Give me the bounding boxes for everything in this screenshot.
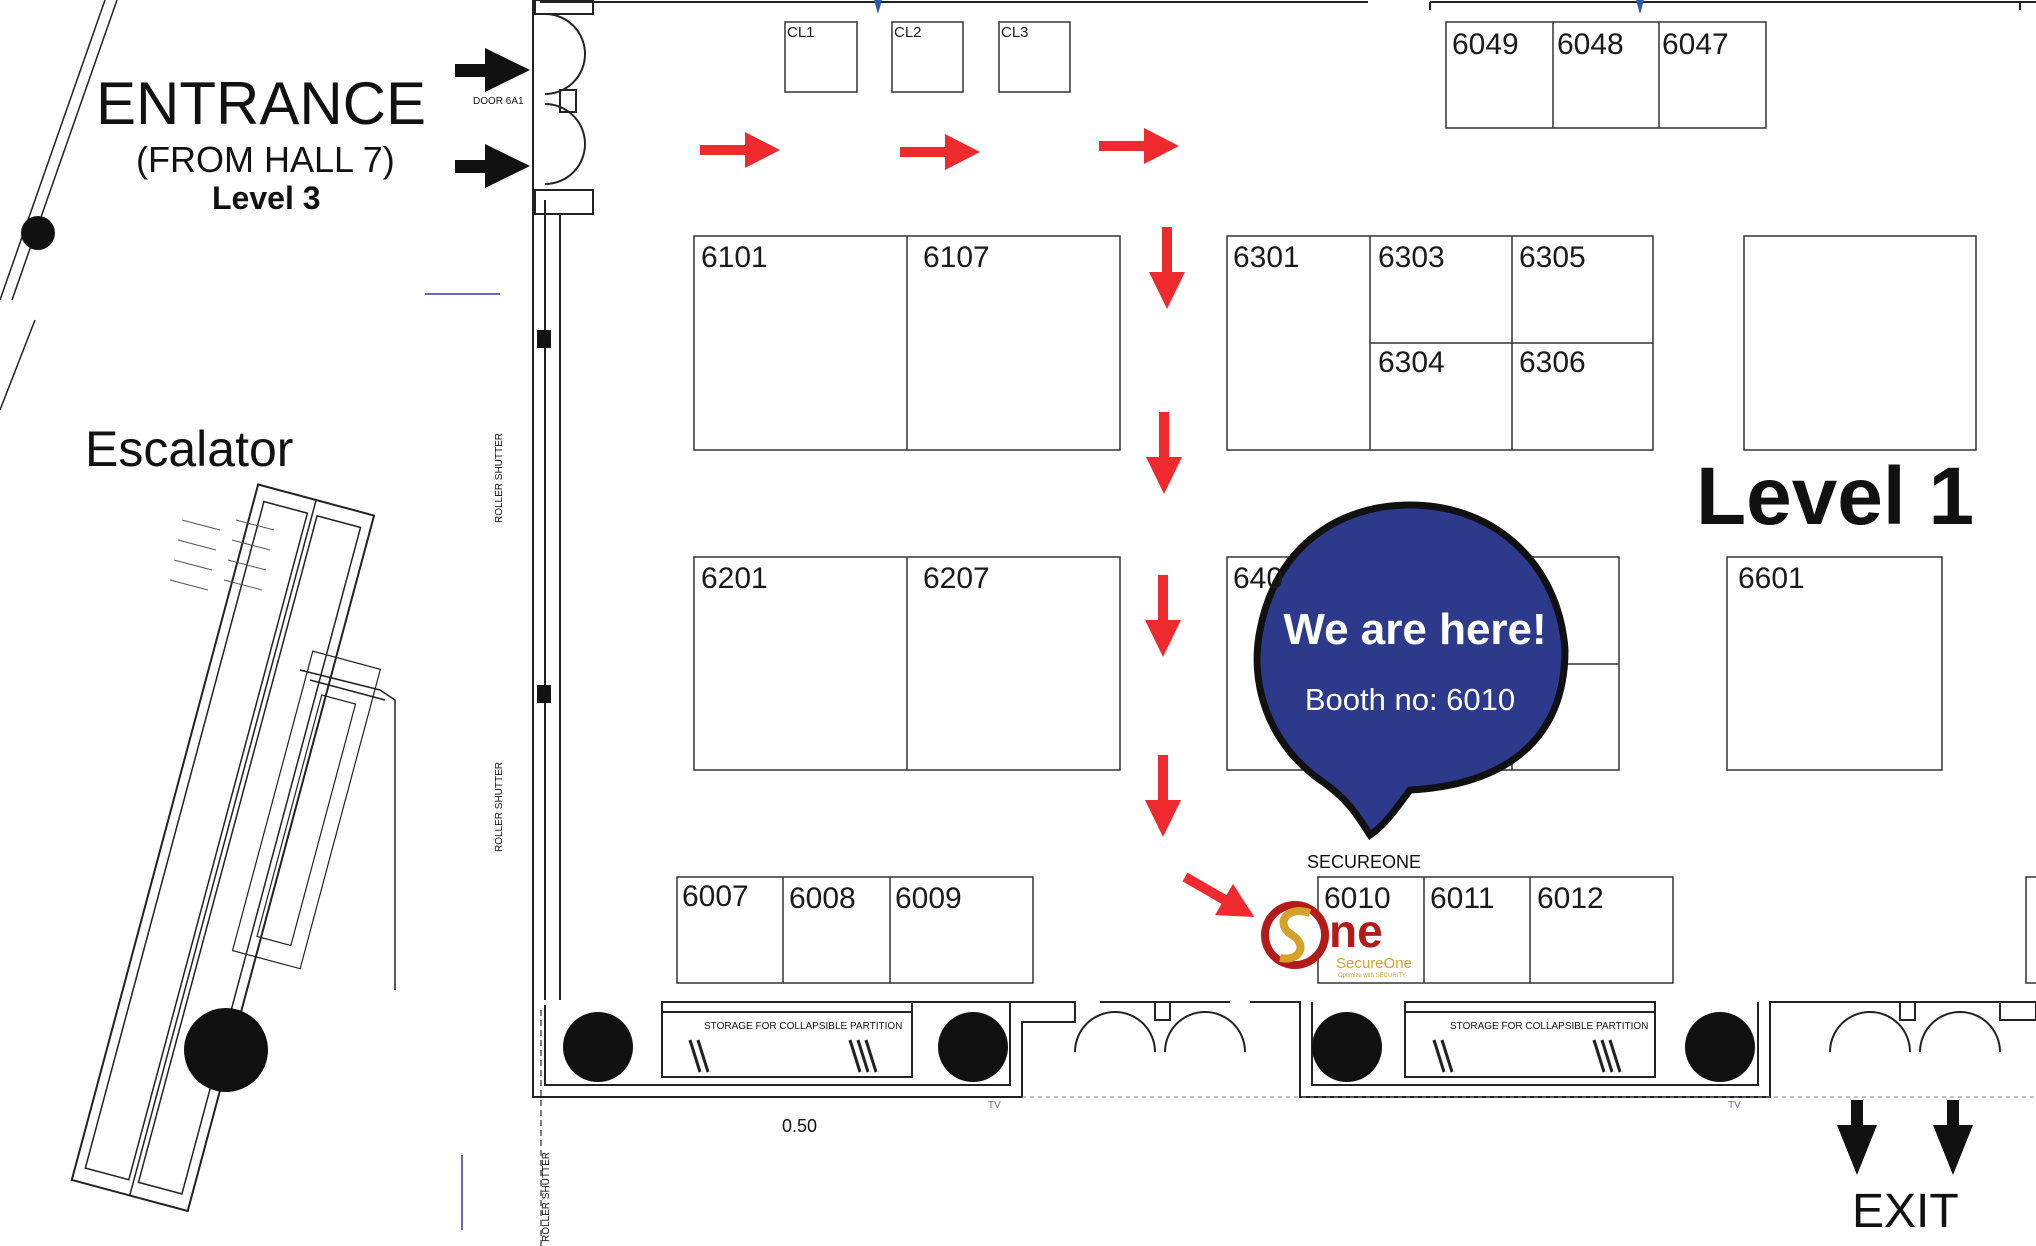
storage-springs [688,1039,1622,1073]
exhibitor-name: SECUREONE [1307,852,1422,872]
booth-6007: 6007 [682,880,749,913]
logo-brand: SecureOne [1336,955,1412,972]
booth-6048: 6048 [1557,28,1624,61]
exit-label: EXIT [1852,1185,1959,1238]
callout-booth: Booth no: 6010 [1304,682,1516,717]
entrance-subtitle: (FROM HALL 7) [136,139,395,180]
route-arrow [1146,412,1182,494]
wall-post [537,330,551,348]
booth-6049: 6049 [1452,28,1519,61]
wall-post [537,685,551,703]
roller-shutter-label: ROLLER SHUTTER [494,761,505,852]
booth-6303: 6303 [1378,241,1445,274]
booth-6304: 6304 [1378,346,1445,379]
hall-north-wall [540,1,2036,10]
logo-wordmark: ne [1329,905,1383,957]
booth-6101: 6101 [701,241,768,274]
route-arrow [1145,755,1181,837]
roller-shutter-label: ROLLER SHUTTER [494,432,505,523]
booth-6207: 6207 [923,562,990,595]
tv-label: TV [1728,1100,1741,1111]
booth-6010: 6010 [1324,882,1391,915]
entrance-level: Level 3 [212,180,321,216]
booth-6012: 6012 [1537,882,1604,915]
hall-south-wall [532,1001,2036,1098]
route-arrow [900,134,980,170]
column-pillar [563,1012,633,1082]
entrance-arrow [455,48,530,92]
column-pillar [938,1012,1008,1082]
tv-label: TV [988,1100,1001,1111]
booth-6301: 6301 [1233,241,1300,274]
marker [874,0,882,14]
escalator-structure [0,0,396,1213]
booth-cl2: CL2 [894,24,922,41]
storage-label: STORAGE FOR COLLAPSIBLE PARTITION [1450,1021,1649,1032]
column-pillar [184,1008,268,1092]
escalator-steps [169,519,275,591]
route-arrow [1149,227,1185,309]
booth-640x: 640 [1233,562,1284,595]
booth-6011: 6011 [1430,882,1495,915]
route-arrow [1099,128,1179,164]
column-pillar [1685,1012,1755,1082]
booth-6601: 6601 [1738,562,1805,595]
booth-6305: 6305 [1519,241,1586,274]
booth-6306: 6306 [1519,346,1586,379]
booth-6107: 6107 [923,241,990,274]
booth-6008: 6008 [789,882,856,915]
callout-headline: We are here! [1283,605,1547,654]
booth-6009: 6009 [895,882,962,915]
level-title: Level 1 [1696,451,1975,542]
entrance-arrow [455,144,530,188]
escalator-label: Escalator [85,421,294,477]
column-pillar [1312,1012,1382,1082]
roller-shutter-label: ROLLER SHUTTER [541,1151,552,1242]
booth-cl1: CL1 [787,24,815,41]
storage-label: STORAGE FOR COLLAPSIBLE PARTITION [704,1021,903,1032]
route-arrow [700,132,780,168]
door-label: DOOR 6A1 [473,96,524,107]
exit-arrow [1933,1100,1973,1175]
location-callout [1253,501,1569,840]
marker [1636,0,1644,14]
booth-cl3: CL3 [1001,24,1029,41]
route-arrow [1145,575,1181,657]
dimension-label: 0.50 [782,1116,818,1136]
route-arrow [1182,872,1255,917]
booth-6047: 6047 [1662,28,1729,61]
booth-6201: 6201 [701,562,768,595]
exit-arrow [1837,1100,1877,1175]
entrance-title: ENTRANCE [96,70,427,137]
secureone-logo [1261,901,1329,969]
logo-tagline: Optimize with SECURITY [1338,973,1407,979]
hall-west-wall [532,0,594,1010]
column-pillar [21,216,55,250]
